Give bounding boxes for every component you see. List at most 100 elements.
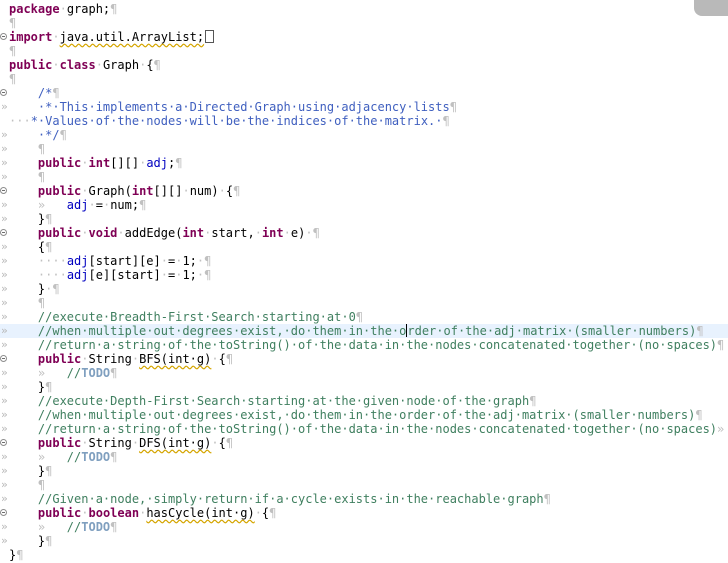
line-gutter: » bbox=[0, 450, 9, 464]
code-token: 1; bbox=[182, 254, 197, 268]
code-line[interactable]: » }¶ bbox=[0, 534, 728, 548]
tab-marker: » bbox=[1, 212, 8, 225]
code-token: ¶ bbox=[16, 548, 24, 562]
code-line[interactable]: ¶ bbox=[0, 16, 728, 30]
code-line[interactable]: » //return·a·string·of·the·toString()·of… bbox=[0, 338, 728, 352]
code-line[interactable]: » ¶ bbox=[0, 142, 728, 156]
code-token: · bbox=[81, 506, 89, 520]
code-token: · bbox=[102, 198, 111, 212]
code-line[interactable]: » ¶ bbox=[0, 296, 728, 310]
fold-toggle-icon[interactable] bbox=[0, 33, 7, 40]
code-line[interactable]: » }¶ bbox=[0, 380, 728, 394]
code-line[interactable]: public·boolean·hasCycle(int·g)·{¶ bbox=[0, 506, 728, 520]
code-line[interactable]: » » adj·=·num;¶ bbox=[0, 198, 728, 212]
code-line[interactable]: ¶ bbox=[0, 72, 728, 86]
code-line[interactable]: » » //TODO¶ bbox=[0, 520, 728, 534]
code-line[interactable]: public·class·Graph·{¶ bbox=[0, 58, 728, 72]
code-token: ·*·This·implements·a·Directed·Graph·usin… bbox=[37, 100, 450, 114]
code-token: public bbox=[37, 352, 82, 366]
code-token: ¶ bbox=[45, 464, 53, 478]
code-line[interactable]: » //return·a·string·of·the·toString()·of… bbox=[0, 422, 728, 436]
tab-marker: » bbox=[1, 128, 8, 141]
fold-toggle-icon[interactable] bbox=[0, 229, 7, 236]
code-line[interactable]: » {¶ bbox=[0, 240, 728, 254]
code-line[interactable]: ···*·Values·of·the·nodes·will·be·the·ind… bbox=[0, 114, 728, 128]
code-text: //execute·Depth-First·Search·starting·at… bbox=[9, 394, 537, 408]
code-line[interactable]: » }¶ bbox=[0, 212, 728, 226]
code-line[interactable]: ¶ bbox=[0, 44, 728, 58]
code-line[interactable]: » ¶ bbox=[0, 478, 728, 492]
fold-toggle-icon[interactable] bbox=[0, 509, 7, 516]
code-token: ¶ bbox=[442, 114, 450, 128]
code-line[interactable]: » }¶ bbox=[0, 464, 728, 478]
code-line[interactable]: » » //TODO¶ bbox=[0, 450, 728, 464]
code-line[interactable]: » » //TODO¶ bbox=[0, 366, 728, 380]
code-token: ¶ bbox=[110, 520, 118, 534]
code-line[interactable]: » //execute·Depth-First·Search·starting·… bbox=[0, 394, 728, 408]
code-token: · bbox=[211, 352, 219, 366]
fold-toggle-icon[interactable] bbox=[0, 187, 7, 194]
code-line[interactable]: » //execute·Breadth-First·Search·startin… bbox=[0, 310, 728, 324]
code-line[interactable]: /*¶ bbox=[0, 86, 728, 100]
code-token: // bbox=[66, 366, 82, 380]
code-token: java.util.ArrayList; bbox=[59, 30, 205, 44]
code-text: }¶ bbox=[9, 380, 52, 394]
code-line[interactable]: » }·¶ bbox=[0, 282, 728, 296]
code-token: ·¶ bbox=[196, 254, 212, 268]
code-token: ···· bbox=[37, 254, 67, 268]
code-token: ¶ bbox=[37, 478, 46, 492]
code-line[interactable]: » ¶ bbox=[0, 170, 728, 184]
code-token: num; bbox=[110, 198, 140, 212]
code-line[interactable]: » ·*·This·implements·a·Directed·Graph·us… bbox=[0, 100, 728, 114]
code-line[interactable]: » //when·multiple·out·degrees·exist,·do·… bbox=[0, 408, 728, 422]
code-token bbox=[9, 128, 38, 142]
line-gutter: » bbox=[0, 268, 9, 282]
line-gutter: » bbox=[0, 324, 9, 338]
code-line[interactable]: }¶ bbox=[0, 548, 728, 562]
code-text: //return·a·string·of·the·toString()·of·t… bbox=[9, 338, 724, 352]
code-line[interactable]: package·graph;¶ bbox=[0, 2, 728, 16]
fold-toggle-icon[interactable] bbox=[0, 355, 7, 362]
code-line[interactable]: public·Graph(int[][]·num)·{¶ bbox=[0, 184, 728, 198]
line-gutter: » bbox=[0, 296, 9, 310]
code-token: ¶ bbox=[269, 506, 277, 520]
line-gutter bbox=[0, 548, 9, 562]
code-token: · bbox=[95, 58, 103, 72]
tab-marker: » bbox=[1, 100, 8, 113]
code-text: » adj·=·num;¶ bbox=[9, 198, 146, 212]
fold-toggle-icon[interactable] bbox=[0, 439, 7, 446]
code-token: rder·of·the·adj·matrix·(smaller·numbers) bbox=[407, 324, 697, 338]
code-line[interactable]: » ····adj[e][start]·=·1;·¶ bbox=[0, 268, 728, 282]
line-gutter: » bbox=[0, 520, 9, 534]
code-line[interactable]: » //Given·a·node,·simply·return·if·a·cyc… bbox=[0, 492, 728, 506]
code-line[interactable]: » ····adj[start][e]·=·1;·¶ bbox=[0, 254, 728, 268]
code-token: } bbox=[9, 534, 46, 548]
code-line[interactable]: » ·*/¶ bbox=[0, 128, 728, 142]
code-token: TODO bbox=[81, 520, 111, 534]
line-gutter: » bbox=[0, 492, 9, 506]
line-gutter: » bbox=[0, 464, 9, 478]
fold-toggle-icon[interactable] bbox=[0, 89, 7, 96]
code-token bbox=[9, 170, 38, 184]
code-line[interactable]: import·java.util.ArrayList; bbox=[0, 30, 728, 44]
code-token: ¶ bbox=[45, 212, 53, 226]
overlay-button[interactable] bbox=[694, 0, 728, 16]
code-line[interactable]: » //when·multiple·out·degrees·exist,·do·… bbox=[0, 324, 728, 338]
code-token: ¶ bbox=[717, 338, 725, 352]
code-line[interactable]: public·String·BFS(int·g)·{¶ bbox=[0, 352, 728, 366]
code-line[interactable]: public·String·DFS(int·g)·{¶ bbox=[0, 436, 728, 450]
code-token: ¶ bbox=[110, 450, 118, 464]
code-line[interactable]: » public·int[][]·adj;¶ bbox=[0, 156, 728, 170]
line-gutter bbox=[0, 30, 9, 44]
code-token: · bbox=[160, 254, 168, 268]
code-token bbox=[9, 226, 38, 240]
line-gutter: » bbox=[0, 380, 9, 394]
line-gutter bbox=[0, 114, 9, 128]
line-gutter bbox=[0, 352, 9, 366]
code-token: ¶ bbox=[52, 86, 60, 100]
code-text: ¶ bbox=[9, 44, 16, 58]
code-token: String bbox=[88, 352, 132, 366]
code-token: · bbox=[59, 2, 67, 16]
code-line[interactable]: public·void·addEdge(int·start,·int·e)·¶ bbox=[0, 226, 728, 240]
